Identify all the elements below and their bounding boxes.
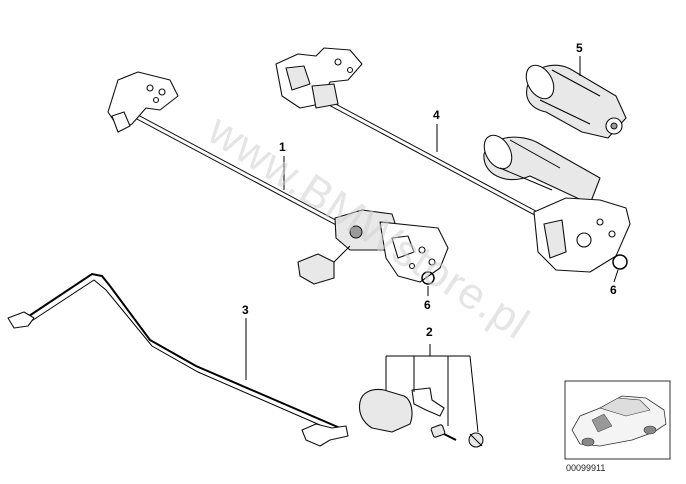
- part-5-motor: [525, 64, 627, 139]
- screw-1: [430, 424, 457, 441]
- part-3-cable-rod: [7, 272, 349, 447]
- callout-6a: 6: [424, 298, 431, 312]
- vehicle-thumbnail: 00099911: [564, 380, 671, 473]
- leader-lines: [245, 56, 619, 433]
- lower-motor: [483, 134, 601, 205]
- screw-2: [468, 432, 484, 448]
- part-4-drive-shaft-assembly: [275, 47, 631, 273]
- callout-3: 3: [242, 303, 249, 317]
- thumbnail-code: 00099911: [566, 463, 605, 473]
- part-2-small-parts-kit: [358, 387, 484, 448]
- callout-6b: 6: [610, 283, 617, 297]
- car-icon: [571, 395, 667, 447]
- callout-4: 4: [433, 108, 440, 122]
- callout-1: 1: [279, 140, 286, 154]
- callouts: 1 2 3 4 5 6 6: [242, 41, 617, 339]
- part-1-adjuster-assembly: [107, 71, 449, 285]
- callout-2: 2: [426, 325, 433, 339]
- callout-5: 5: [576, 41, 583, 55]
